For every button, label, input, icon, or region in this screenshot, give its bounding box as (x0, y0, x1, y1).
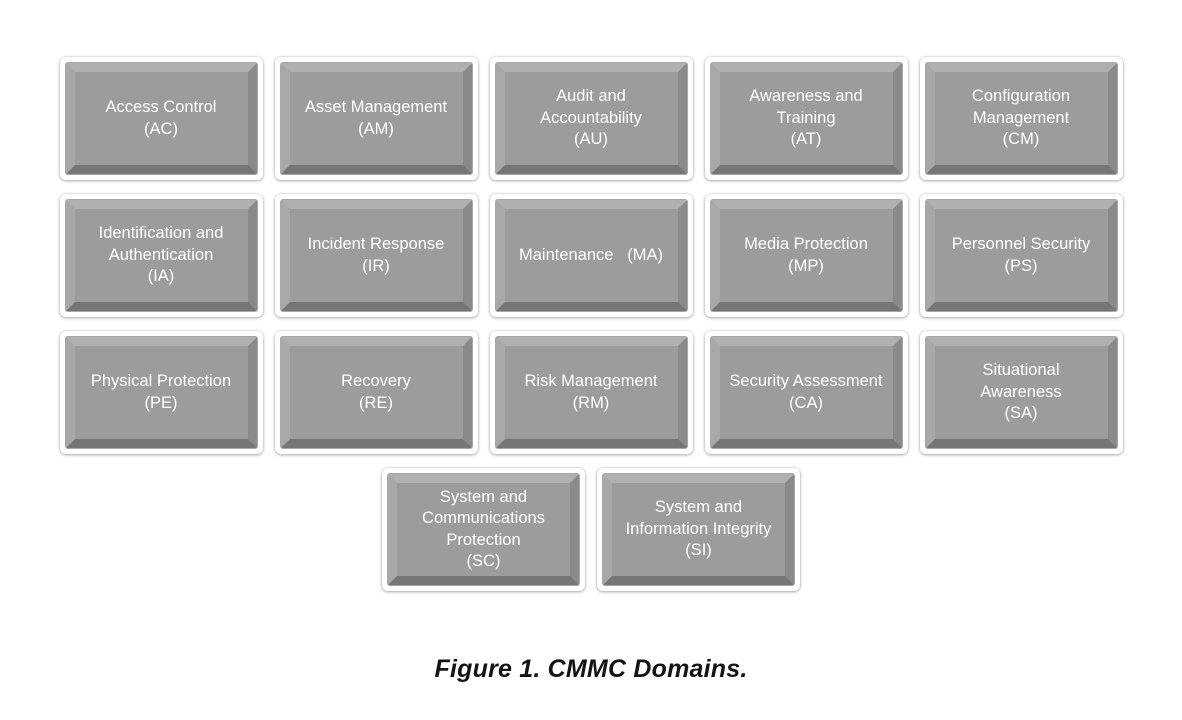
domain-label: Risk Management (RM) (524, 372, 658, 412)
tile-face: Identification and Authentication (IA) (65, 200, 257, 311)
domain-tile-recovery: Recovery (RE) (274, 331, 478, 454)
domain-label: Incident Response (IR) (307, 235, 445, 275)
domain-tile-personnel-security: Personnel Security (PS) (919, 194, 1123, 317)
tile-face: Audit and Accountability (AU) (495, 63, 687, 174)
tile-face: Asset Management (AM) (280, 63, 472, 174)
domain-grid: Access Control (AC) Asset Management (AM… (59, 57, 1123, 591)
domain-tile-system-and-information-integrity: System and Information Integrity (SI) (597, 468, 800, 591)
tile-face: Awareness and Training (AT) (710, 63, 902, 174)
domain-tile-situational-awareness: Situational Awareness (SA) (919, 331, 1123, 454)
domain-label: Audit and Accountability (AU) (540, 87, 642, 149)
domain-grid-row-2: Identification and Authentication (IA) I… (59, 194, 1123, 317)
domain-grid-row-3: Physical Protection (PE) Recovery (RE) R… (59, 331, 1123, 454)
domain-tile-awareness-and-training: Awareness and Training (AT) (704, 57, 908, 180)
tile-face: Access Control (AC) (65, 63, 257, 174)
tile-face: Risk Management (RM) (495, 337, 687, 448)
domain-tile-risk-management: Risk Management (RM) (489, 331, 693, 454)
tile-face: Personnel Security (PS) (925, 200, 1117, 311)
domain-tile-maintenance: Maintenance (MA) (489, 194, 693, 317)
domain-tile-audit-and-accountability: Audit and Accountability (AU) (489, 57, 693, 180)
domain-label: Maintenance (MA) (519, 245, 663, 264)
domain-label: Asset Management (AM) (304, 98, 448, 138)
domain-label: Security Assessment (CA) (729, 372, 883, 412)
tile-face: System and Information Integrity (SI) (603, 474, 794, 585)
domain-label: Identification and Authentication (IA) (98, 224, 224, 286)
domain-tile-identification-and-authentication: Identification and Authentication (IA) (59, 194, 263, 317)
domain-grid-row-1: Access Control (AC) Asset Management (AM… (59, 57, 1123, 180)
domain-label: Physical Protection (PE) (90, 372, 232, 412)
domain-label: Situational Awareness (SA) (980, 361, 1062, 423)
domain-tile-asset-management: Asset Management (AM) (274, 57, 478, 180)
domain-label: System and Communications Protection (SC… (422, 487, 545, 570)
domain-label: Awareness and Training (AT) (749, 87, 863, 149)
figure-caption: Figure 1. CMMC Domains. (434, 655, 748, 683)
domain-tile-media-protection: Media Protection (MP) (704, 194, 908, 317)
domain-tile-system-and-communications-protection: System and Communications Protection (SC… (382, 468, 585, 591)
domain-label: Recovery (RE) (341, 372, 411, 412)
domain-tile-security-assessment: Security Assessment (CA) (704, 331, 908, 454)
tile-face: Media Protection (MP) (710, 200, 902, 311)
tile-face: Physical Protection (PE) (65, 337, 257, 448)
tile-face: System and Communications Protection (SC… (388, 474, 579, 585)
domain-tile-access-control: Access Control (AC) (59, 57, 263, 180)
tile-face: Maintenance (MA) (495, 200, 687, 311)
domain-tile-configuration-management: Configuration Management (CM) (919, 57, 1123, 180)
tile-face: Security Assessment (CA) (710, 337, 902, 448)
tile-face: Recovery (RE) (280, 337, 472, 448)
domain-label: Personnel Security (PS) (951, 235, 1091, 275)
domain-tile-physical-protection: Physical Protection (PE) (59, 331, 263, 454)
domain-label: Media Protection (MP) (744, 235, 868, 275)
domain-label: System and Information Integrity (SI) (625, 498, 772, 560)
domain-label: Access Control (AC) (105, 98, 217, 138)
tile-face: Incident Response (IR) (280, 200, 472, 311)
domain-grid-row-4: System and Communications Protection (SC… (382, 468, 800, 591)
domain-label: Configuration Management (CM) (971, 87, 1071, 149)
tile-face: Situational Awareness (SA) (925, 337, 1117, 448)
domain-tile-incident-response: Incident Response (IR) (274, 194, 478, 317)
tile-face: Configuration Management (CM) (925, 63, 1117, 174)
